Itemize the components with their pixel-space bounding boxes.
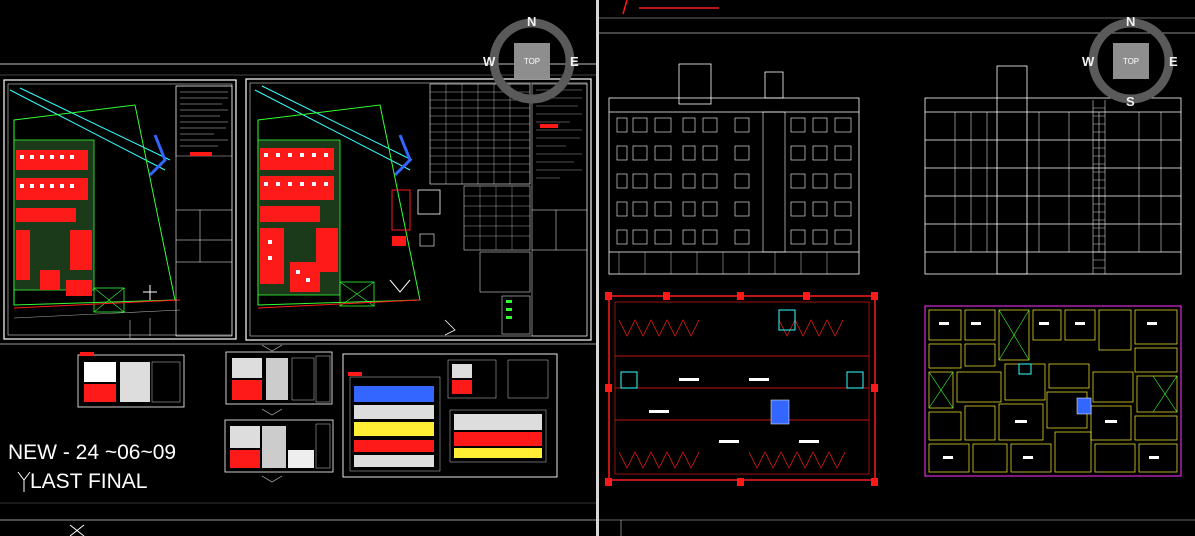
compass-west[interactable]: W: [483, 54, 496, 69]
compass-ring-icon: [1088, 18, 1174, 104]
right-viewport[interactable]: TOP N W E S: [599, 0, 1195, 536]
compass-west[interactable]: W: [1082, 54, 1095, 69]
compass-north[interactable]: N: [1126, 14, 1136, 29]
left-viewport[interactable]: TOP N W E NEW - 24 ~06~09 LAST FINAL: [0, 0, 596, 536]
compass-south[interactable]: S: [1126, 94, 1135, 109]
viewcube-compass-right[interactable]: TOP N W E S: [1082, 14, 1178, 109]
typical-floor-plan[interactable]: [924, 305, 1182, 477]
sheet-thumbnail-2[interactable]: [225, 344, 333, 416]
viewcube-face[interactable]: TOP: [1113, 43, 1149, 79]
compass-east[interactable]: E: [1169, 54, 1178, 69]
compass-north[interactable]: N: [527, 14, 537, 29]
viewcube-face[interactable]: TOP: [514, 43, 550, 79]
viewport-divider[interactable]: [596, 0, 599, 536]
right-drawing-canvas[interactable]: [599, 0, 1195, 536]
compass-east[interactable]: E: [570, 54, 579, 69]
ucs-icon: [69, 524, 85, 536]
compass-ring-icon: [489, 18, 575, 104]
sheet-thumbnail-1[interactable]: [77, 352, 185, 408]
annotation-final-line[interactable]: LAST FINAL: [30, 470, 148, 493]
front-elevation[interactable]: [608, 63, 860, 275]
sheet-thumbnail-3[interactable]: [224, 419, 334, 483]
annotation-date-line[interactable]: NEW - 24 ~06~09: [8, 441, 177, 464]
site-plan-sheet-2[interactable]: [245, 78, 592, 341]
parking-floor-plan[interactable]: [605, 292, 878, 486]
leader-arrow-icon: [17, 471, 31, 492]
viewcube-compass[interactable]: TOP N W E: [483, 14, 579, 106]
left-drawing-canvas[interactable]: [0, 0, 596, 536]
sheet-thumbnail-4[interactable]: [342, 353, 558, 478]
section-elevation[interactable]: [924, 65, 1182, 275]
site-plan-sheet-1[interactable]: [3, 79, 237, 340]
